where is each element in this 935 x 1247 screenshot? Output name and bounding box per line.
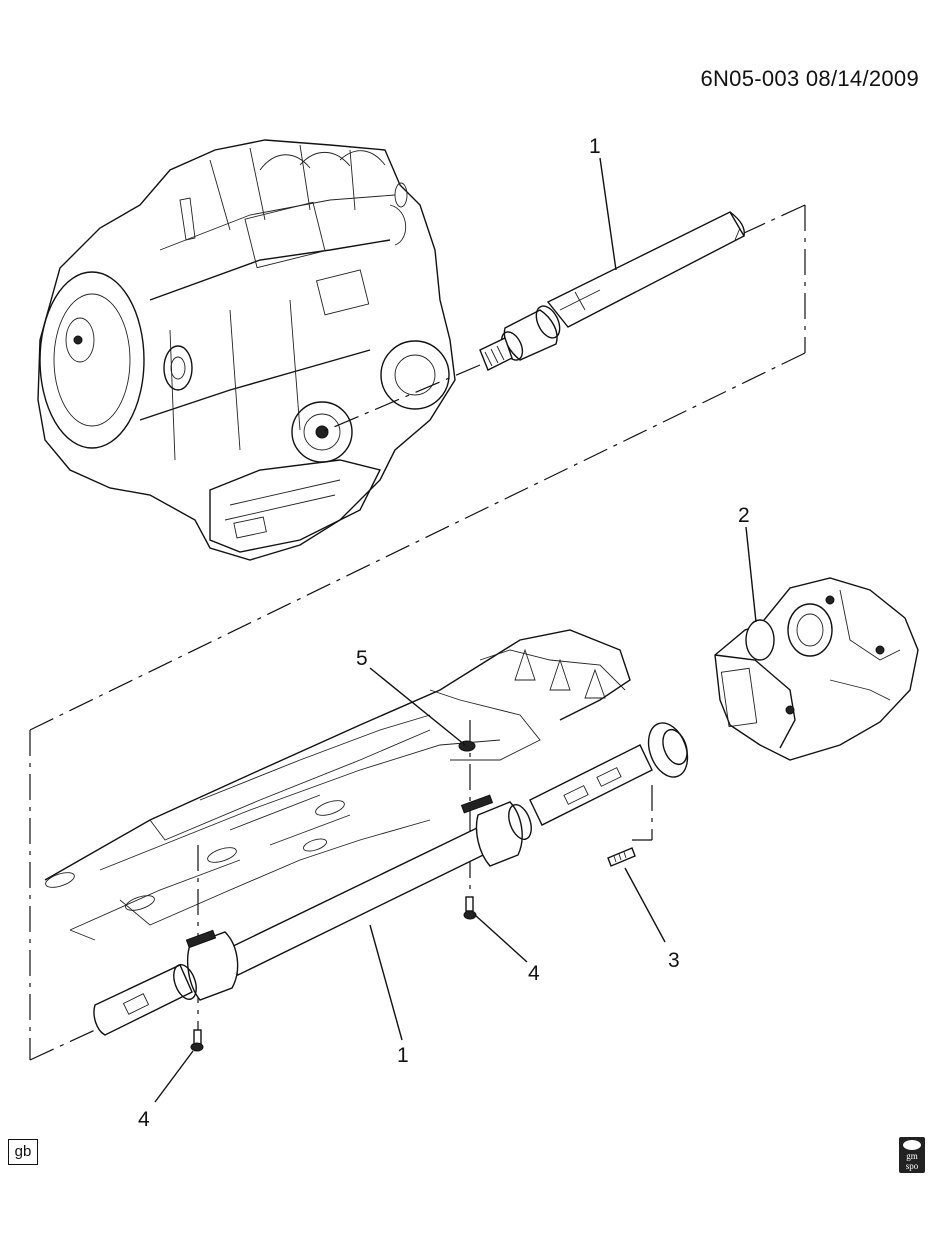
rear-differential-assembly xyxy=(714,577,919,761)
callout-leaders xyxy=(154,157,757,1103)
gm-spo-logo: gm spo xyxy=(899,1137,925,1173)
callout-1-upper: 1 xyxy=(589,135,601,158)
logo-disc xyxy=(903,1140,921,1150)
callout-4-mid: 4 xyxy=(528,962,540,985)
callout-4-lower: 4 xyxy=(138,1108,150,1131)
engine-transmission-assembly xyxy=(37,139,456,561)
callout-2: 2 xyxy=(738,504,750,527)
logo-text-spo: spo xyxy=(905,1161,919,1171)
alignment-lines xyxy=(29,204,806,1061)
box-code-label: gb xyxy=(8,1139,38,1165)
vehicle-floor-pan xyxy=(44,629,631,941)
front-propeller-shaft xyxy=(479,211,745,371)
logo-text-gm: gm xyxy=(906,1151,918,1161)
rear-propeller-shaft xyxy=(93,722,689,1036)
drawing-id-and-date: 6N05-003 08/14/2009 xyxy=(700,66,919,91)
callout-3: 3 xyxy=(668,949,680,972)
callout-1-lower: 1 xyxy=(397,1044,409,1067)
callout-5: 5 xyxy=(356,647,368,670)
